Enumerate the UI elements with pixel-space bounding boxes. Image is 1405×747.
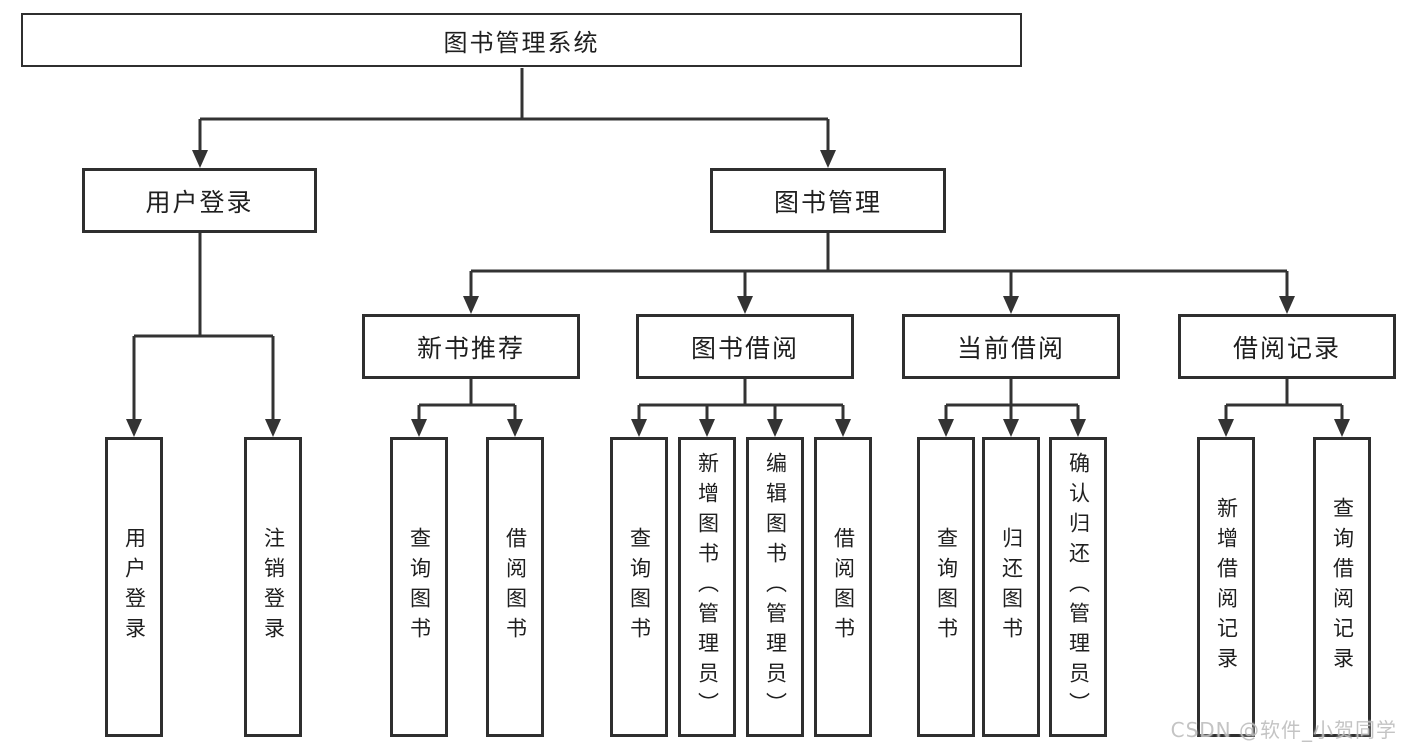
leaf-label: 查询借阅记录 (1330, 497, 1355, 677)
leaf-logout: 注销登录 (244, 437, 302, 737)
leaf-label: 新增图书（管理员） (695, 452, 720, 722)
leaf-current-query: 查询图书 (917, 437, 975, 737)
leaf-newbooks-query: 查询图书 (390, 437, 448, 737)
node-label: 新书推荐 (416, 333, 525, 363)
leaf-label: 归还图书 (999, 527, 1024, 647)
node-book-mgmt: 图书管理 (710, 168, 946, 233)
leaf-records-query: 查询借阅记录 (1313, 437, 1371, 737)
node-root: 图书管理系统 (21, 13, 1022, 67)
leaf-label: 查询图书 (407, 527, 432, 647)
node-label: 借阅记录 (1232, 333, 1341, 363)
leaf-label: 借阅图书 (831, 527, 856, 647)
leaf-newbooks-borrow: 借阅图书 (486, 437, 544, 737)
leaf-user-login: 用户登录 (105, 437, 163, 737)
leaf-label: 查询图书 (627, 527, 652, 647)
leaf-label: 新增借阅记录 (1214, 497, 1239, 677)
node-label: 当前借阅 (956, 333, 1065, 363)
node-label: 图书管理系统 (443, 28, 600, 57)
leaf-label: 编辑图书（管理员） (763, 452, 788, 722)
connector-current-borrow (944, 379, 1080, 421)
leaf-label: 用户登录 (122, 527, 147, 647)
node-borrow-records: 借阅记录 (1178, 314, 1396, 379)
node-user-login: 用户登录 (82, 168, 317, 233)
watermark-text: CSDN @软件_小贺同学 (1170, 718, 1397, 742)
leaf-label: 借阅图书 (503, 527, 528, 647)
leaf-label: 确认归还（管理员） (1066, 452, 1091, 722)
leaf-borrow-edit-admin: 编辑图书（管理员） (746, 437, 804, 737)
leaf-records-add: 新增借阅记录 (1197, 437, 1255, 737)
leaf-current-confirm-admin: 确认归还（管理员） (1049, 437, 1107, 737)
leaf-borrow-query: 查询图书 (610, 437, 668, 737)
node-label: 用户登录 (145, 187, 254, 217)
connector-new-books (417, 379, 517, 421)
connector-borrow-records (1224, 379, 1344, 421)
node-new-books: 新书推荐 (362, 314, 580, 379)
connector-user-login (132, 233, 275, 421)
node-current-borrow: 当前借阅 (902, 314, 1120, 379)
leaf-label: 查询图书 (934, 527, 959, 647)
connector-book-borrow (637, 379, 845, 421)
leaf-current-return: 归还图书 (982, 437, 1040, 737)
leaf-borrow-book: 借阅图书 (814, 437, 872, 737)
leaf-borrow-add-admin: 新增图书（管理员） (678, 437, 736, 737)
node-label: 图书借阅 (690, 333, 799, 363)
leaf-label: 注销登录 (261, 527, 286, 647)
connector-root (198, 68, 830, 152)
node-label: 图书管理 (773, 187, 882, 217)
node-book-borrow: 图书借阅 (636, 314, 854, 379)
connector-book-mgmt (469, 233, 1289, 298)
